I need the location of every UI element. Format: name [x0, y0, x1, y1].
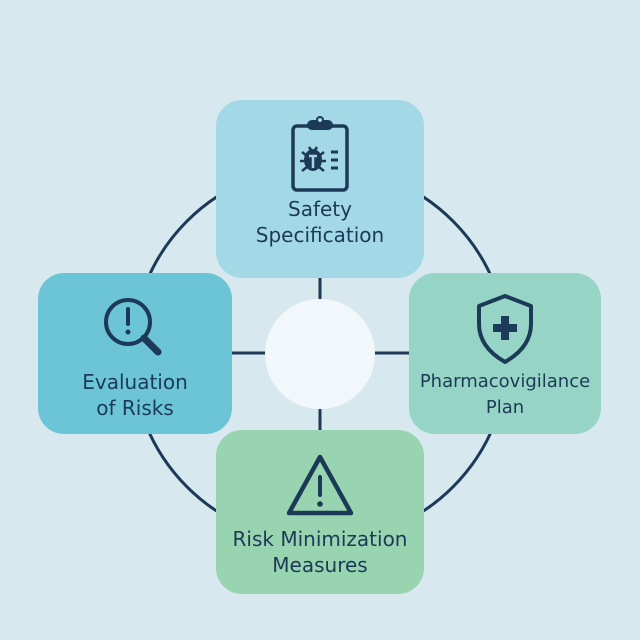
- center-hub: [265, 299, 375, 409]
- warning-triangle-icon: [283, 446, 357, 526]
- magnifier-alert-icon: [100, 289, 170, 369]
- shield-plus-icon: [473, 289, 537, 369]
- clipboard-bug-icon: [285, 116, 355, 196]
